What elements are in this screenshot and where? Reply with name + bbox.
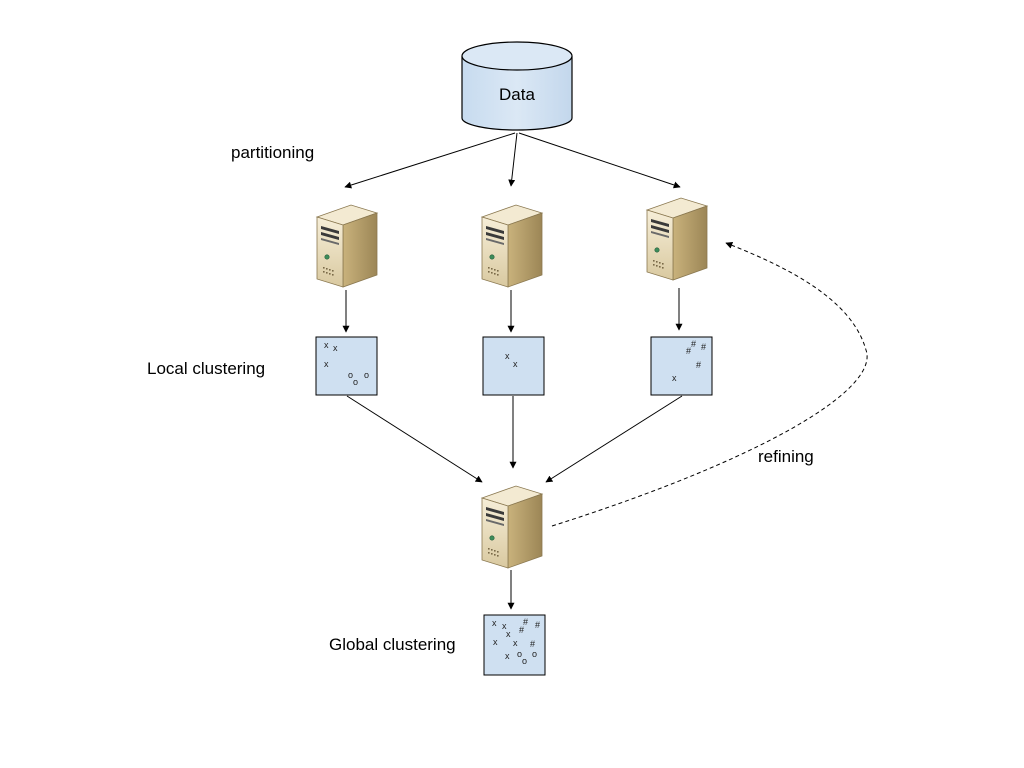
cluster-point: x bbox=[333, 343, 338, 353]
local-clustering-label: Local clustering bbox=[147, 359, 265, 378]
cluster-point: # bbox=[523, 617, 528, 627]
server-icon bbox=[481, 485, 543, 569]
cluster-point: x bbox=[513, 359, 518, 369]
cluster-point: x bbox=[505, 651, 510, 661]
local-cluster-box-3: # # # # x bbox=[650, 336, 713, 396]
cluster-point: o bbox=[364, 370, 369, 380]
cluster-point: o bbox=[353, 377, 358, 387]
data-label: Data bbox=[499, 85, 535, 104]
global-cluster-box: x x # # x # x x # x o o o bbox=[483, 614, 546, 676]
database-icon bbox=[461, 41, 573, 131]
cluster-point: x bbox=[672, 373, 677, 383]
merge-arrows bbox=[346, 395, 683, 483]
server-icon bbox=[316, 204, 378, 288]
server-icon bbox=[646, 197, 708, 281]
cluster-point: # bbox=[701, 342, 706, 352]
cluster-point: x bbox=[505, 351, 510, 361]
cluster-point: o bbox=[522, 656, 527, 666]
refining-arrow bbox=[551, 242, 868, 527]
cluster-point: x bbox=[513, 638, 518, 648]
cluster-point: # bbox=[535, 620, 540, 630]
cluster-point: o bbox=[532, 649, 537, 659]
partition-arrows bbox=[344, 132, 681, 189]
cluster-point: o bbox=[348, 370, 353, 380]
cluster-point: # bbox=[686, 346, 691, 356]
local-cluster-box-2: x x bbox=[482, 336, 545, 396]
cluster-point: # bbox=[691, 339, 696, 349]
cluster-point: x bbox=[493, 637, 498, 647]
cluster-point: # bbox=[530, 639, 535, 649]
cluster-point: x bbox=[324, 359, 329, 369]
cluster-point: o bbox=[517, 649, 522, 659]
cluster-point: # bbox=[519, 625, 524, 635]
global-clustering-label: Global clustering bbox=[329, 635, 456, 654]
cluster-point: # bbox=[696, 360, 701, 370]
cluster-point: x bbox=[324, 340, 329, 350]
refining-label: refining bbox=[758, 447, 814, 466]
server-icon bbox=[481, 204, 543, 288]
cluster-point: x bbox=[502, 621, 507, 631]
partitioning-label: partitioning bbox=[231, 143, 314, 162]
local-arrows bbox=[342, 288, 683, 333]
cluster-point: x bbox=[506, 629, 511, 639]
local-cluster-box-1: x x x o o o bbox=[315, 336, 378, 396]
cluster-point: x bbox=[492, 618, 497, 628]
